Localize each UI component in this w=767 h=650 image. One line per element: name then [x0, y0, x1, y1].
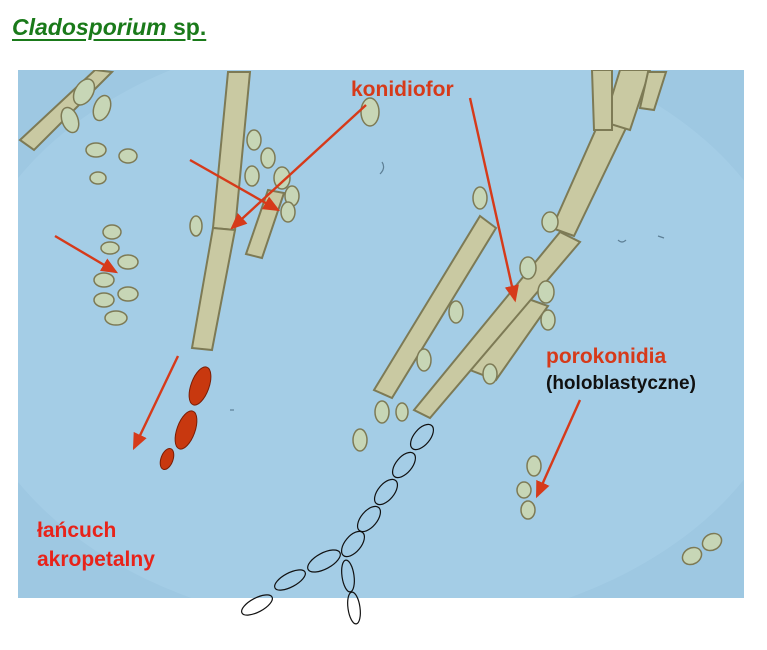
outline-conidia-chain [241, 423, 435, 625]
annotation-arrows [54, 97, 582, 499]
micrograph-structures [18, 70, 744, 598]
label-konidiofor: konidiofor [351, 78, 454, 101]
arrow-konidiofor-1 [230, 104, 367, 230]
label-akropetalny: akropetalny [37, 548, 155, 571]
red-conidia-chain [159, 366, 212, 471]
title-genus: Cladosporium [12, 14, 167, 40]
arrow-spores-left [54, 234, 119, 274]
label-holoblastyczne: (holoblastyczne) [546, 373, 696, 394]
arrow-konidiofor-2 [468, 97, 519, 303]
page-title: Cladosporium sp. [12, 14, 206, 41]
spores [60, 78, 723, 566]
title-species-abbrev: sp. [166, 14, 207, 40]
debris [230, 161, 665, 411]
arrow-spores-top [189, 158, 281, 212]
arrow-porokonidia [535, 399, 582, 499]
arrow-chain [132, 355, 180, 451]
label-lancuch: łańcuch [37, 519, 117, 542]
label-porokonidia: porokonidia [546, 345, 667, 368]
